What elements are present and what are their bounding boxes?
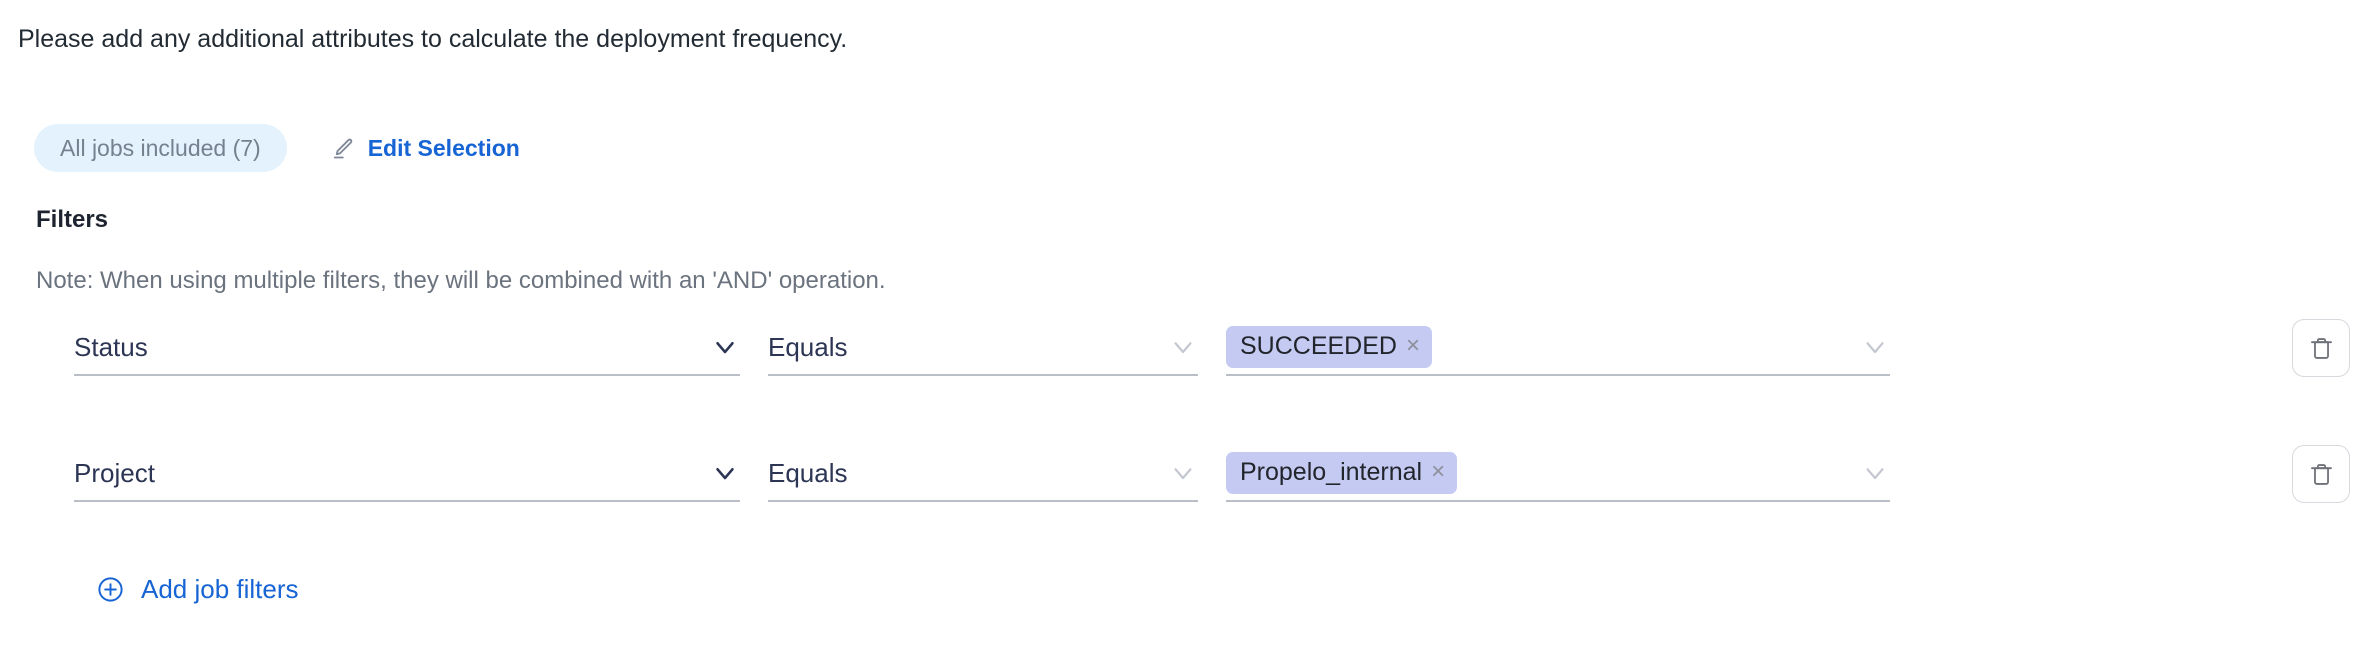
close-icon[interactable]: × — [1431, 458, 1446, 485]
chevron-down-icon — [1168, 332, 1198, 362]
filter-row: Status Equals SUCCEEDED × — [0, 319, 2376, 446]
filter-value-select[interactable]: SUCCEEDED × — [1226, 320, 1890, 376]
chevron-down-icon — [1860, 332, 1890, 362]
value-chip: Propelo_internal × — [1226, 452, 1458, 494]
value-chip-label: Propelo_internal — [1240, 458, 1423, 486]
filter-operator-value: Equals — [768, 331, 848, 362]
jobs-included-badge: All jobs included (7) — [34, 124, 287, 172]
close-icon[interactable]: × — [1405, 332, 1420, 359]
filters-note: Note: When using multiple filters, they … — [36, 267, 886, 294]
filter-value-chips: Propelo_internal × — [1226, 452, 1850, 494]
value-chip-label: SUCCEEDED — [1240, 332, 1397, 360]
filter-attribute-value: Status — [74, 331, 148, 362]
edit-selection-label: Edit Selection — [367, 135, 520, 161]
add-job-filters-label: Add job filters — [141, 574, 299, 604]
pencil-icon — [331, 136, 356, 161]
filters-heading: Filters — [36, 206, 109, 233]
selection-row: All jobs included (7) Edit Selection — [34, 124, 520, 172]
filter-operator-value: Equals — [768, 457, 848, 488]
plus-circle-icon — [96, 575, 125, 604]
add-job-filters-button[interactable]: Add job filters — [96, 574, 299, 604]
filter-row: Project Equals Propelo_internal × — [0, 445, 2376, 572]
filter-rows-container: Status Equals SUCCEEDED × — [0, 319, 2376, 572]
filter-operator-select[interactable]: Equals — [768, 446, 1198, 502]
chevron-down-icon — [710, 458, 740, 488]
page-instruction: Please add any additional attributes to … — [18, 25, 848, 53]
filter-attribute-select[interactable]: Status — [74, 320, 740, 376]
trash-icon — [2308, 461, 2335, 488]
filter-attribute-value: Project — [74, 457, 155, 488]
filter-attribute-select[interactable]: Project — [74, 446, 740, 502]
delete-filter-button[interactable] — [2292, 445, 2350, 503]
filter-operator-select[interactable]: Equals — [768, 320, 1198, 376]
chevron-down-icon — [1168, 458, 1198, 488]
chevron-down-icon — [1860, 458, 1890, 488]
filter-value-select[interactable]: Propelo_internal × — [1226, 446, 1890, 502]
value-chip: SUCCEEDED × — [1226, 326, 1432, 368]
edit-selection-link[interactable]: Edit Selection — [331, 135, 520, 161]
trash-icon — [2308, 335, 2335, 362]
chevron-down-icon — [710, 332, 740, 362]
delete-filter-button[interactable] — [2292, 319, 2350, 377]
filter-value-chips: SUCCEEDED × — [1226, 326, 1850, 368]
